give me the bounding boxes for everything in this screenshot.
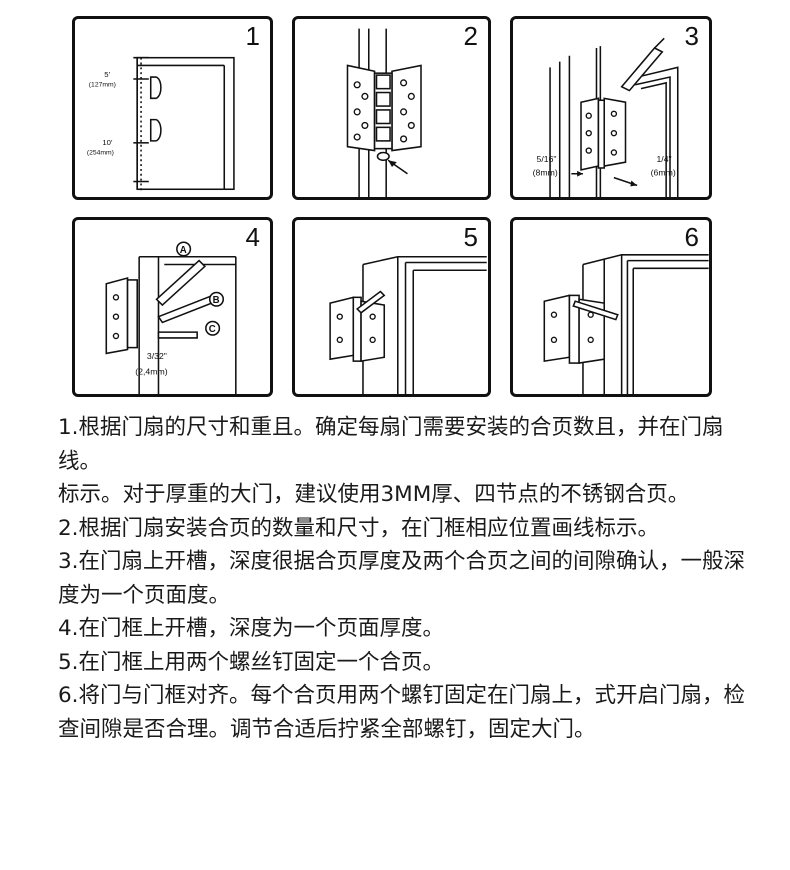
diagram-panel-3: 5/16" (8mm) 1/4" (6mm) 3: [510, 16, 712, 200]
panel3-right-metric: (6mm): [651, 168, 676, 178]
step-1: 1.根据门扇的尺寸和重且。确定每扇门需要安装的合页数且，并在门扇线。: [58, 415, 724, 474]
panel4-depth-metric: (2,4mm): [135, 367, 167, 377]
step-1-continued: 标示。对于厚重的大门，建议使用3MM厚、四节点的不锈钢合页。: [58, 482, 690, 507]
panel3-left-metric: (8mm): [533, 168, 558, 178]
tool-a-label: A: [180, 245, 187, 256]
door-mortise-illustration: 5/16" (8mm) 1/4" (6mm): [533, 37, 679, 197]
panel-number: 3: [684, 21, 699, 51]
panel3-left-imperial: 5/16": [537, 154, 557, 164]
panel-number: 6: [684, 222, 699, 252]
panel-number: 2: [463, 21, 478, 51]
panel1-top-metric: (127mm): [89, 82, 116, 89]
panel3-right-imperial: 1/4": [656, 154, 671, 164]
panel1-bottom-imperial: 10': [102, 138, 113, 147]
door-alignment-illustration: [543, 254, 709, 394]
tool-c-label: C: [209, 324, 216, 335]
panel-number: 4: [245, 222, 260, 252]
diagram-panel-5: 5: [292, 217, 491, 397]
hinge-illustration: [346, 28, 422, 197]
panel1-bottom-metric: (254mm): [87, 149, 114, 156]
tool-b-label: B: [213, 295, 220, 306]
panel-number: 5: [463, 222, 478, 252]
step-4: 4.在门框上开槽，深度为一个页面厚度。: [58, 616, 445, 641]
diagram-panel-1: 5' (127mm) 10' (254mm) 1: [72, 16, 273, 200]
diagram-panel-6: 6: [510, 217, 712, 397]
installation-steps: 1.根据门扇的尺寸和重且。确定每扇门需要安装的合页数且，并在门扇线。 标示。对于…: [58, 411, 748, 746]
panel-number: 1: [245, 21, 260, 51]
hinge-on-frame-illustration: [329, 255, 487, 394]
step-6: 6.将门与门框对齐。每个合页用两个螺钉固定在门扇上，式开启门扇，检查间隙是否合理…: [58, 683, 746, 742]
panel4-depth-imperial: 3/32": [147, 351, 167, 361]
panel1-top-imperial: 5': [104, 70, 110, 79]
door-marking-illustration: 5' (127mm) 10' (254mm): [87, 56, 235, 192]
step-3: 3.在门扇上开槽，深度很据合页厚度及两个合页之间的间隙确认，一般深度为一个页面度…: [58, 549, 746, 608]
step-5: 5.在门框上用两个螺丝钉固定一个合页。: [58, 649, 445, 675]
diagram-panel-4: A B C 3/32" (2,4mm) 4: [72, 217, 273, 397]
frame-mortise-tools-illustration: A B C 3/32" (2,4mm): [105, 241, 237, 394]
diagram-panel-2: 2: [292, 16, 491, 200]
step-2: 2.根据门扇安装合页的数量和尺寸，在门框相应位置画线标示。: [58, 515, 660, 541]
